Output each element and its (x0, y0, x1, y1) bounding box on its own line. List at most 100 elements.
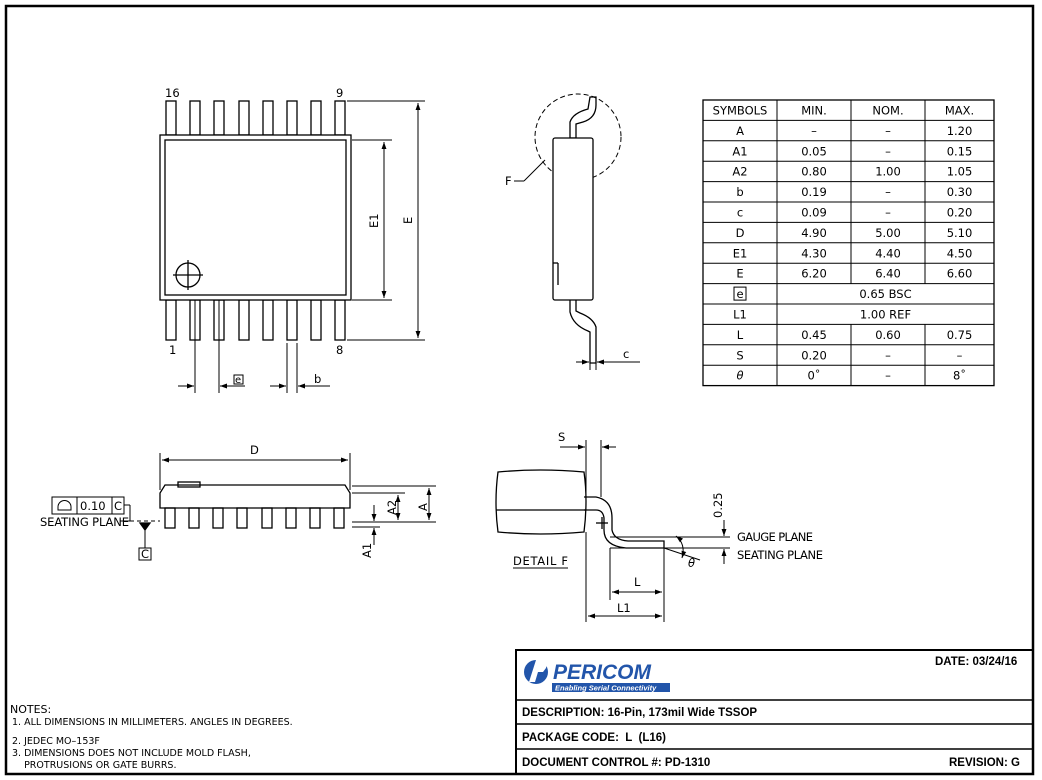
notes-heading: NOTES: (10, 703, 51, 716)
pin-1-label: 1 (169, 343, 176, 357)
company-tagline: Enabling Serial Connectivity (555, 684, 657, 693)
title-block (515, 649, 1034, 775)
note-line: PROTRUSIONS OR GATE BURRS. (12, 760, 176, 771)
top-view (159, 100, 425, 393)
dim-l1-label: L1 (617, 601, 631, 615)
table-header: NOM. (872, 104, 903, 118)
table-max-cell: 0.75 (947, 328, 973, 342)
table-nom-cell: 6.40 (875, 267, 901, 281)
table-min-cell: 0˚ (807, 368, 820, 383)
table-min-cell: 0.45 (801, 328, 827, 342)
table-symbol-cell: A (736, 124, 744, 138)
table-symbol-cell: A1 (732, 144, 747, 158)
table-span-cell: 0.65 BSC (859, 287, 911, 301)
side-view (514, 93, 640, 370)
table-symbol-cell: E1 (733, 246, 748, 260)
note-line: 1. ALL DIMENSIONS IN MILLIMETERS. ANGLES… (12, 717, 293, 728)
dim-e-label: E (401, 217, 415, 224)
dim-e1-label: E1 (367, 213, 381, 228)
table-min-cell: 0.09 (801, 206, 827, 220)
dim-l-label: L (634, 575, 641, 589)
detail-f-callout: F (505, 174, 512, 188)
notes-block: NOTES: 1. ALL DIMENSIONS IN MILLIMETERS.… (10, 703, 293, 771)
front-view (51, 453, 436, 561)
table-min-cell: 4.30 (801, 246, 827, 260)
table-header: SYMBOLS (713, 104, 768, 118)
table-symbol-cell: e (736, 287, 743, 301)
table-header: MIN. (801, 104, 827, 118)
basic-dim-box (733, 286, 747, 301)
table-max-cell: – (957, 348, 963, 362)
table-min-cell: 0.80 (801, 165, 827, 179)
table-min-cell: 0.19 (801, 185, 827, 199)
table-header: MAX. (945, 104, 974, 118)
pin-8-label: 8 (336, 343, 343, 357)
dim-a2-label: A2 (385, 500, 399, 515)
dim-b-label: b (314, 372, 321, 386)
flatness-value: 0.10 (80, 499, 106, 513)
table-nom-cell: – (885, 206, 891, 220)
revision-field: REVISION: G (949, 757, 1020, 769)
note-line: 2. JEDEC MO–153F (12, 736, 100, 747)
table-min-cell: 0.20 (801, 348, 827, 362)
flatness-datum: C (114, 499, 122, 513)
table-max-cell: 8˚ (953, 368, 966, 383)
table-min-cell: – (811, 124, 817, 138)
table-nom-cell: 5.00 (875, 226, 901, 240)
table-nom-cell: 0.60 (875, 328, 901, 342)
table-min-cell: 0.05 (801, 144, 827, 158)
detail-f-title: DETAIL F (513, 554, 568, 568)
table-max-cell: 1.20 (947, 124, 973, 138)
table-symbol-cell: A2 (732, 165, 747, 179)
table-nom-cell: – (885, 144, 891, 158)
table-max-cell: 0.15 (947, 144, 973, 158)
dim-e-pitch-label: e (235, 375, 241, 386)
company-name: PERICOM (553, 661, 652, 684)
table-nom-cell: – (885, 369, 891, 383)
gauge-plane-label: GAUGE PLANE (737, 530, 813, 544)
theta-label: θ (688, 556, 695, 570)
pin-16-label: 16 (165, 86, 180, 100)
table-max-cell: 0.20 (947, 206, 973, 220)
dim-d-label: D (250, 443, 259, 457)
dim-s-label: S (558, 430, 565, 444)
seating-plane-label: SEATING PLANE (40, 515, 129, 529)
table-symbol-cell: b (736, 185, 743, 199)
drawing-border (4, 4, 1035, 776)
table-max-cell: 4.50 (947, 246, 973, 260)
table-max-cell: 5.10 (947, 226, 973, 240)
package-code-field: PACKAGE CODE: L (L16) (522, 732, 666, 744)
description-field: DESCRIPTION: 16-Pin, 173mil Wide TSSOP (522, 707, 757, 719)
table-max-cell: 6.60 (947, 267, 973, 281)
pericom-logo: PERICOM Enabling Serial Connectivity (524, 660, 670, 693)
date-field: DATE: 03/24/16 (935, 656, 1017, 668)
table-max-cell: 1.05 (947, 165, 973, 179)
document-control-field: DOCUMENT CONTROL #: PD-1310 (522, 757, 710, 769)
table-max-cell: 0.30 (947, 185, 973, 199)
table-symbol-cell: c (737, 206, 743, 220)
note-line: 3. DIMENSIONS DOES NOT INCLUDE MOLD FLAS… (12, 748, 251, 759)
table-span-cell: 1.00 REF (860, 308, 911, 322)
dim-a-label: A (416, 503, 430, 511)
table-symbol-cell: D (736, 226, 745, 240)
dim-025-label: 0.25 (711, 492, 725, 518)
table-min-cell: 6.20 (801, 267, 827, 281)
dim-a1-label: A1 (360, 543, 374, 558)
table-symbol-cell: L1 (733, 308, 747, 322)
table-min-cell: 4.90 (801, 226, 827, 240)
table-nom-cell: 1.00 (875, 165, 901, 179)
datum-c-label: C (141, 547, 149, 561)
table-symbol-cell: S (736, 348, 743, 362)
detail-f-view (495, 440, 730, 622)
pin-9-label: 9 (336, 86, 343, 100)
table-nom-cell: – (885, 185, 891, 199)
table-nom-cell: 4.40 (875, 246, 901, 260)
table-symbol-cell: E (736, 267, 743, 281)
detail-seating-plane-label: SEATING PLANE (737, 548, 823, 562)
table-symbol-cell: L (737, 328, 744, 342)
dim-c-label: c (623, 347, 629, 361)
table-nom-cell: – (885, 348, 891, 362)
table-symbol-cell: θ (736, 369, 743, 383)
